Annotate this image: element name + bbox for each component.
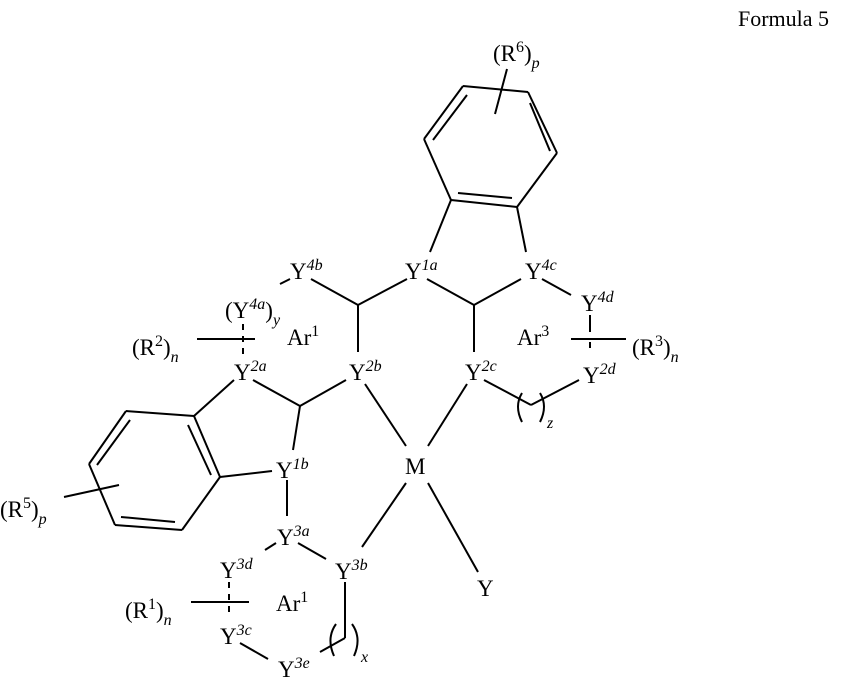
bond (427, 482, 479, 573)
bond (297, 542, 327, 560)
substituent-r3: (R3)n (632, 333, 679, 366)
bond (292, 405, 301, 451)
repeat-bracket-right (351, 623, 359, 657)
atom-y2d: Y2d (583, 361, 617, 388)
bond (310, 278, 359, 306)
bond (361, 482, 407, 548)
repeat-index-z: z (546, 415, 554, 432)
atom-y2b: Y2b (349, 358, 382, 385)
atom-y3a: Y3a (277, 523, 310, 550)
formula-title: Formula 5 (738, 6, 829, 31)
repeat-index-x: x (360, 649, 368, 666)
atom-y2c: Y2c (465, 358, 497, 385)
ring-label-ar1-bottom: Ar1 (276, 589, 308, 616)
bond (264, 542, 277, 551)
substituent-r6: (R6)p (493, 39, 540, 72)
top-benzene-ring (423, 68, 558, 208)
bond (364, 383, 407, 447)
bond (429, 199, 452, 253)
substituent-r2: (R2)n (132, 333, 179, 366)
atom-y3b: Y3b (335, 557, 368, 584)
bond (279, 278, 291, 285)
bond (193, 379, 235, 417)
bond (219, 470, 273, 478)
ancillary-ligand-y: Y (477, 576, 494, 601)
bond (299, 379, 347, 407)
atom-y3c: Y3c (220, 622, 252, 649)
atom-y3e: Y3e (278, 655, 310, 681)
metal-center-m: M (405, 454, 425, 479)
atom-y1b: Y1b (276, 456, 309, 483)
bond (239, 642, 269, 660)
bond (483, 379, 532, 406)
atom-y3d: Y3d (220, 556, 254, 583)
bond (473, 278, 522, 306)
atom-y4b: Y4b (290, 257, 323, 284)
bond (252, 379, 301, 407)
atom-y4c: Y4c (525, 257, 557, 284)
bond (426, 278, 475, 306)
atom-y4a: (Y4a)y (225, 296, 281, 329)
bond (357, 278, 408, 306)
repeat-bracket-left (517, 392, 523, 423)
bond (516, 206, 527, 253)
bond (541, 278, 572, 296)
atom-y1a: Y1a (405, 257, 438, 284)
atom-y2a: Y2a (234, 358, 267, 385)
atom-y4d: Y4d (581, 289, 615, 316)
bond (427, 383, 468, 447)
bond (530, 379, 580, 406)
left-benzene-ring (63, 410, 221, 531)
bond (319, 637, 346, 653)
repeat-bracket-right (539, 392, 545, 423)
repeat-bracket-left (329, 623, 337, 657)
ring-label-ar1-top: Ar1 (287, 323, 319, 350)
substituent-r1: (R1)n (125, 596, 172, 629)
substituent-r5: (R5)p (0, 495, 47, 528)
ring-label-ar3: Ar3 (517, 323, 549, 350)
